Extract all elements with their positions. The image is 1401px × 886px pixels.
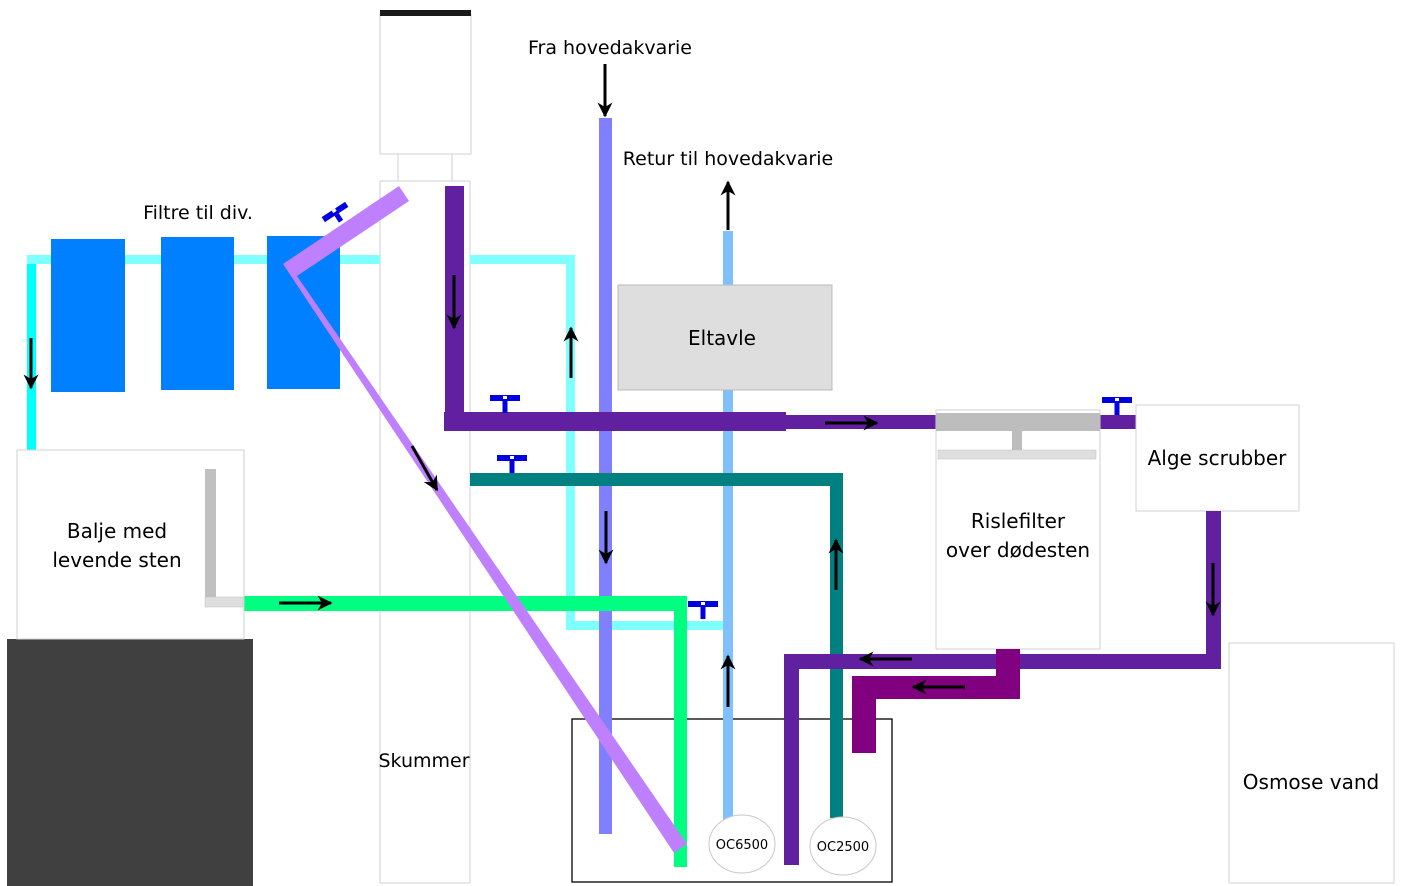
pump-oc6500	[708, 814, 776, 874]
label-algae-scrubber: Alge scrubber	[1148, 446, 1288, 470]
teal-pipe-vertical	[830, 473, 843, 818]
magenta-pipe-vertical	[852, 676, 876, 753]
pump-oc2500	[809, 816, 877, 876]
teal-pipe-horizontal	[470, 473, 843, 486]
green-pipe-horizontal	[243, 596, 687, 611]
label-trickle-filter-2: over dødesten	[946, 538, 1090, 562]
trickle-filter-stem	[1012, 431, 1022, 450]
cyan-pipe-right-vertical	[566, 255, 575, 630]
filter-2	[161, 237, 234, 390]
electrical-panel	[617, 284, 833, 391]
algae-scrubber-box	[1135, 404, 1300, 512]
cyan-pipe-bottom	[566, 621, 724, 630]
trickle-filter-spreader	[937, 449, 1097, 460]
label-from-main: Fra hovedakvarie	[528, 37, 692, 59]
label-trickle-filter-1: Rislefilter	[971, 509, 1066, 533]
stand-block	[7, 639, 253, 886]
green-pipe-vertical	[674, 596, 687, 867]
trickle-filter-top-tray	[936, 413, 1100, 431]
tub-overflow-horizontal	[204, 596, 244, 608]
valve-icon[interactable]	[1102, 397, 1132, 415]
label-filters: Filtre til div.	[143, 202, 253, 224]
label-tub-2: levende sten	[52, 548, 181, 572]
cyan-pipe-top-right	[470, 255, 575, 264]
purple-pipe-lower-vertical	[784, 654, 799, 865]
arrow-diagonal-icon	[410, 445, 439, 492]
filter-1	[51, 239, 125, 392]
label-ro-water: Osmose vand	[1243, 770, 1379, 794]
valve-icon[interactable]	[490, 395, 520, 413]
return-pipe-to-main	[723, 231, 733, 825]
valve-icon[interactable]	[688, 601, 718, 619]
valve-icon[interactable]	[497, 455, 527, 473]
purple-pipe-main-horizontal	[444, 412, 786, 431]
skimmer-reservoir	[379, 13, 472, 155]
label-return-main: Retur til hovedakvarie	[623, 148, 833, 170]
label-electrical-panel: Eltavle	[688, 326, 756, 350]
label-tub-1: Balje med	[67, 519, 167, 543]
label-pump-oc2500: OC2500	[817, 840, 869, 855]
skimmer-reservoir-lid	[380, 10, 471, 16]
valve-icon[interactable]	[321, 201, 353, 229]
lilac-pipe-diagonal	[283, 186, 687, 853]
ro-water-container	[1228, 642, 1395, 884]
label-pump-oc6500: OC6500	[716, 838, 768, 853]
tub-overflow-vertical	[205, 469, 216, 606]
label-skimmer: Skummer	[378, 750, 469, 772]
